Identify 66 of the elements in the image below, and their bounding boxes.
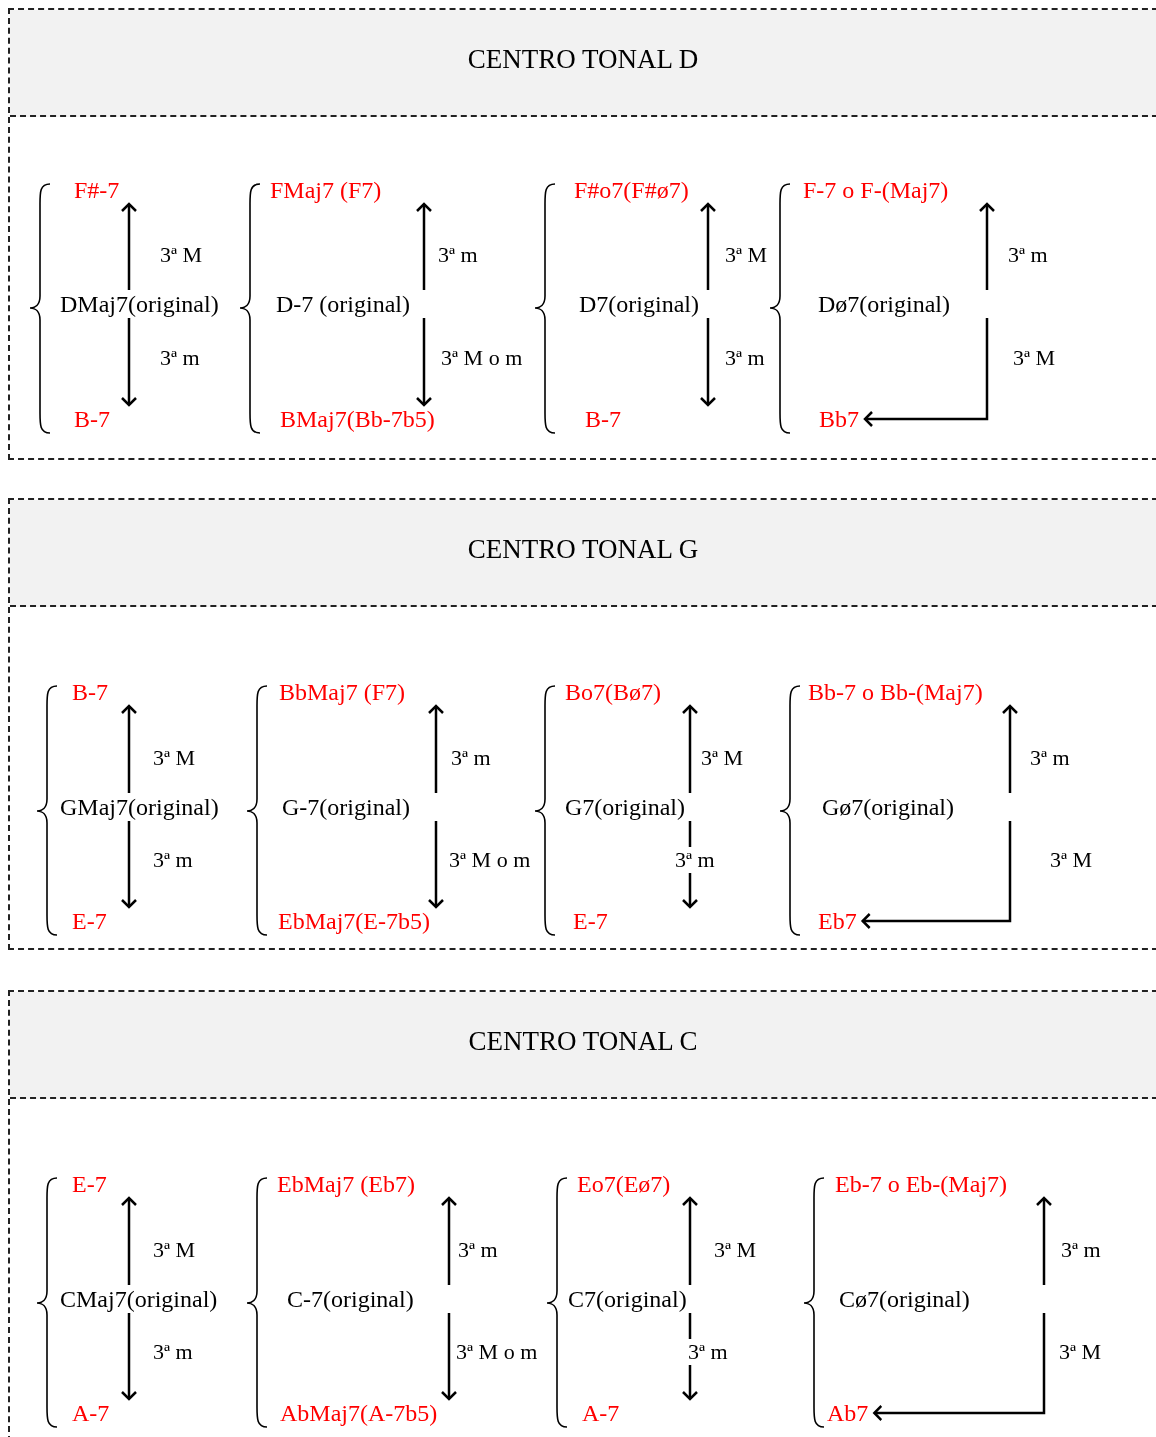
section-panel <box>8 8 1156 460</box>
substitute-chord-label: Bb7 <box>819 405 993 433</box>
arrow <box>1001 704 1019 793</box>
substitute-chord-label: B-7 <box>585 405 714 433</box>
arrow <box>440 1313 458 1401</box>
arrow <box>120 704 138 793</box>
arrow <box>873 1313 1046 1422</box>
chord-label: DMaj7(original) <box>60 290 219 318</box>
substitute-chord-label: EbMaj7(E-7b5) <box>278 907 442 935</box>
chord-label: C7(original) <box>568 1285 696 1313</box>
substitute-chord-label: BMaj7(Bb-7b5) <box>280 405 435 433</box>
substitute-chord-label: Eb-7 o Eb-(Maj7) <box>835 1170 1050 1198</box>
substitute-chord-label: E-7 <box>72 1170 135 1198</box>
substitute-chord-label: B-7 <box>74 405 135 433</box>
chord-label: Dø7(original) <box>818 290 993 318</box>
section-title: CENTRO TONAL G <box>466 534 700 565</box>
chord-label: Gø7(original) <box>822 793 1016 821</box>
section-title: CENTRO TONAL C <box>467 1026 699 1057</box>
arrow <box>861 821 1012 930</box>
substitute-chord-label: BbMaj7 (F7) <box>279 678 442 706</box>
substitute-chord-label: Eb7 <box>818 907 1016 935</box>
substitute-chord-label: F-7 o F-(Maj7) <box>803 176 993 204</box>
substitute-chord-label: Bo7(Bø7) <box>565 678 696 706</box>
substitute-chord-label: E-7 <box>573 907 696 935</box>
substitute-chord-label: F#o7(F#ø7) <box>574 176 714 204</box>
arrow <box>120 318 138 407</box>
substitute-chord-label: Ab7 <box>827 1399 1050 1427</box>
chord-label: D7(original) <box>579 290 714 318</box>
substitute-chord-label: EbMaj7 (Eb7) <box>277 1170 455 1198</box>
arrow <box>415 318 433 407</box>
substitute-chord-label: A-7 <box>72 1399 135 1427</box>
arrow <box>427 821 445 909</box>
arrow <box>681 1196 699 1285</box>
substitute-chord-label: B-7 <box>72 678 135 706</box>
substitute-chord-label: A-7 <box>582 1399 696 1427</box>
arrow <box>1035 1196 1053 1285</box>
substitute-chord-label: Eo7(Eø7) <box>577 1170 696 1198</box>
section-panel <box>8 498 1156 950</box>
substitute-chord-label: F#-7 <box>74 176 135 204</box>
edge-label: 3ª m <box>675 847 715 873</box>
arrow <box>978 202 996 290</box>
arrow <box>120 1196 138 1285</box>
substitute-chord-label: E-7 <box>72 907 135 935</box>
chord-label: CMaj7(original) <box>60 1285 218 1313</box>
chord-label: D-7 (original) <box>276 290 430 318</box>
arrow <box>699 202 717 290</box>
arrow <box>120 1313 138 1401</box>
arrow <box>120 202 138 290</box>
chord-label: Cø7(original) <box>839 1285 1050 1313</box>
substitute-chord-label: FMaj7 (F7) <box>270 176 430 204</box>
arrow <box>440 1196 458 1285</box>
arrow <box>427 704 445 793</box>
arrow <box>863 318 989 428</box>
section-title: CENTRO TONAL D <box>466 44 700 75</box>
substitute-chord-label: AbMaj7(A-7b5) <box>280 1399 455 1427</box>
arrow <box>415 202 433 290</box>
arrow <box>699 318 717 407</box>
arrow <box>681 704 699 793</box>
chord-label: G-7(original) <box>282 793 442 821</box>
chord-label: G7(original) <box>565 793 696 821</box>
edge-label: 3ª m <box>688 1339 728 1365</box>
section-panel <box>8 990 1156 1437</box>
arrow <box>120 821 138 909</box>
chord-label: C-7(original) <box>287 1285 455 1313</box>
substitute-chord-label: Bb-7 o Bb-(Maj7) <box>808 678 1016 706</box>
chord-label: GMaj7(original) <box>60 793 219 821</box>
